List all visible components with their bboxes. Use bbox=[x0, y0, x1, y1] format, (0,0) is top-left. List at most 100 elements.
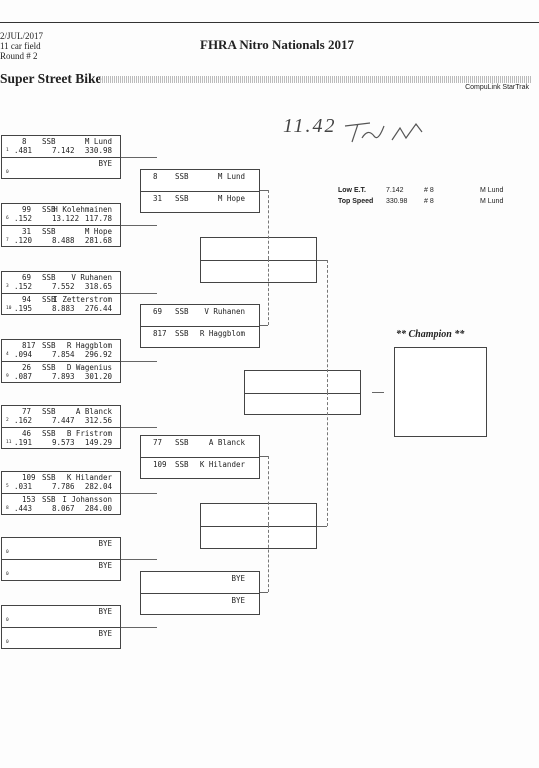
box-divider bbox=[2, 559, 120, 560]
handwritten-signature bbox=[344, 122, 423, 143]
box-divider bbox=[141, 191, 259, 192]
lane-number: 7 bbox=[6, 238, 9, 243]
reaction-time: .031 bbox=[14, 482, 33, 491]
round-number: Round # 2 bbox=[0, 51, 38, 61]
car-class: SSB bbox=[42, 429, 56, 438]
box-divider bbox=[245, 393, 360, 394]
speed: 301.20 bbox=[84, 372, 112, 381]
car-number: 99 bbox=[22, 205, 32, 214]
connector-line bbox=[121, 627, 157, 628]
box-divider bbox=[201, 526, 316, 527]
connector-line bbox=[121, 225, 157, 226]
elapsed-time: 13.122 bbox=[52, 214, 80, 223]
box-divider bbox=[2, 427, 120, 428]
reaction-time: .152 bbox=[14, 282, 33, 291]
lane-number: 0 bbox=[6, 640, 9, 645]
header-info: 2/JUL/2017 11 car field Round # 2 bbox=[0, 31, 43, 61]
box-divider bbox=[201, 260, 316, 261]
speed: 149.29 bbox=[84, 438, 112, 447]
car-number: 31 bbox=[153, 194, 163, 203]
low-et-label: Low E.T. bbox=[338, 187, 366, 194]
lane-number: 9 bbox=[6, 374, 9, 379]
semifinal-box-1 bbox=[200, 237, 317, 283]
round2-slot: BYE bbox=[141, 574, 259, 600]
connector-line bbox=[317, 526, 327, 527]
racer-name: BYE bbox=[231, 574, 245, 583]
car-number: 109 bbox=[153, 460, 167, 469]
car-number: 69 bbox=[153, 307, 163, 316]
box-divider bbox=[2, 493, 120, 494]
connector-line bbox=[260, 190, 268, 191]
speed: 117.78 bbox=[84, 214, 112, 223]
car-number: 817 bbox=[153, 329, 167, 338]
handwritten-note: 11.42 bbox=[283, 115, 337, 137]
racer-name: H Kolehmainen bbox=[53, 205, 112, 214]
champion-box bbox=[394, 347, 487, 437]
racer-name: BYE bbox=[98, 629, 112, 638]
reaction-time: .087 bbox=[14, 372, 33, 381]
car-class: SSB bbox=[42, 407, 56, 416]
elapsed-time: 8.488 bbox=[52, 236, 75, 245]
speed: 318.65 bbox=[84, 282, 112, 291]
car-number: 153 bbox=[22, 495, 36, 504]
car-number: 109 bbox=[22, 473, 36, 482]
car-class: SSB bbox=[175, 438, 189, 447]
car-class: SSB bbox=[42, 363, 56, 372]
elapsed-time: 7.447 bbox=[52, 416, 75, 425]
reaction-time: .152 bbox=[14, 214, 33, 223]
car-class: SSB bbox=[42, 205, 56, 214]
racer-name: M Lund bbox=[217, 172, 245, 181]
elapsed-time: 7.142 bbox=[52, 146, 75, 155]
header-rule bbox=[0, 22, 539, 23]
elapsed-time: 7.552 bbox=[52, 282, 75, 291]
speed: 282.04 bbox=[84, 482, 112, 491]
racer-name: V Ruhanen bbox=[71, 273, 112, 282]
lane-number: 3 bbox=[6, 284, 9, 289]
lane-number: 0 bbox=[6, 550, 9, 555]
connector-line bbox=[121, 157, 157, 158]
reaction-time: .120 bbox=[14, 236, 33, 245]
connector-line bbox=[121, 293, 157, 294]
car-number: 69 bbox=[22, 273, 32, 282]
racer-name: R Haggblom bbox=[66, 341, 112, 350]
car-class: SSB bbox=[42, 473, 56, 482]
speed: 276.44 bbox=[84, 304, 112, 313]
racer-name: A Blanck bbox=[208, 438, 245, 447]
car-number: 94 bbox=[22, 295, 32, 304]
box-divider bbox=[2, 157, 120, 158]
racer-name: BYE bbox=[98, 561, 112, 570]
racer-name: M Hope bbox=[84, 227, 112, 236]
lane-number: 4 bbox=[6, 352, 9, 357]
reaction-time: .094 bbox=[14, 350, 33, 359]
car-number: 26 bbox=[22, 363, 32, 372]
car-number: 77 bbox=[22, 407, 32, 416]
top-speed-name: M Lund bbox=[480, 198, 504, 205]
racer-name: K Hilander bbox=[66, 473, 112, 482]
speed: 312.56 bbox=[84, 416, 112, 425]
box-divider bbox=[2, 627, 120, 628]
header-hatch bbox=[100, 76, 532, 83]
speed: 296.92 bbox=[84, 350, 112, 359]
top-speed-number: # 8 bbox=[424, 198, 434, 205]
racer-name: BYE bbox=[98, 159, 112, 168]
lane-number: 10 bbox=[6, 306, 12, 311]
racer-name: A Blanck bbox=[75, 407, 112, 416]
racer-name: M Hope bbox=[217, 194, 245, 203]
lane-number: 8 bbox=[6, 506, 9, 511]
car-class: SSB bbox=[175, 307, 189, 316]
lane-number: 5 bbox=[6, 484, 9, 489]
